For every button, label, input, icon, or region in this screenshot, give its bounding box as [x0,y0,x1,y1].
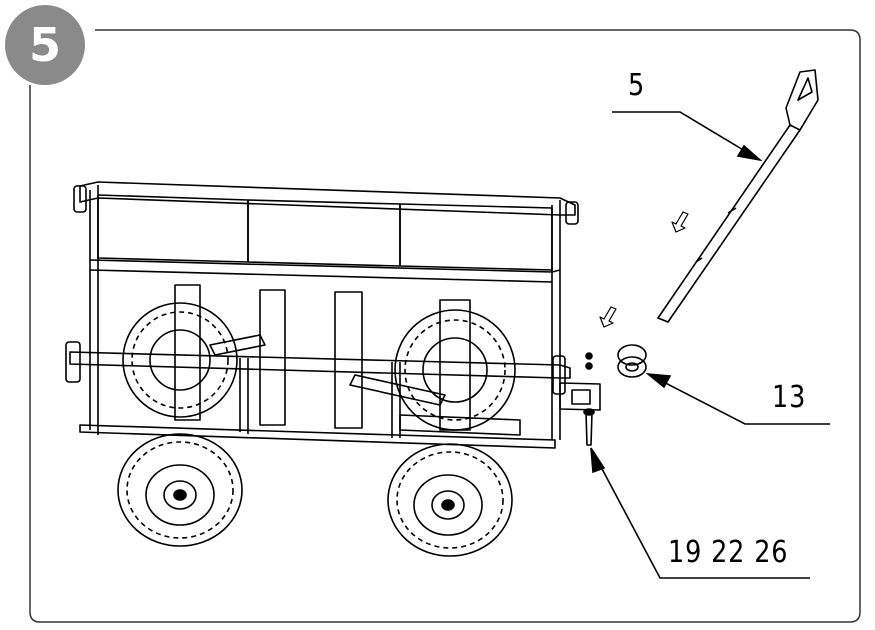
wheel-rear-lower [117,433,243,547]
callout-label-bolt: 19 22 26 [668,535,789,570]
direction-arrow-handle [671,211,689,233]
wagon-body [65,181,601,449]
bolt-part [583,352,595,446]
leader-arrowhead-cap [645,372,672,389]
callout-label-handle: 5 [628,68,646,103]
leader-arrowhead-handle [736,144,763,162]
leader-line-handle [612,111,761,161]
step-number-badge: 5 [5,5,85,85]
handle-part [657,69,819,323]
leader-line-cap [649,374,830,425]
cap-part [617,344,647,378]
wheel-rear-upper [122,302,238,418]
panel-border [29,29,861,623]
callout-label-cap: 13 [772,380,807,415]
wheel-front-lower [387,443,513,557]
leader-arrowhead-bolt [590,447,606,474]
wheel-front-upper [394,309,516,431]
direction-arrow-cap [599,306,617,328]
leader-line-bolt [591,449,810,579]
